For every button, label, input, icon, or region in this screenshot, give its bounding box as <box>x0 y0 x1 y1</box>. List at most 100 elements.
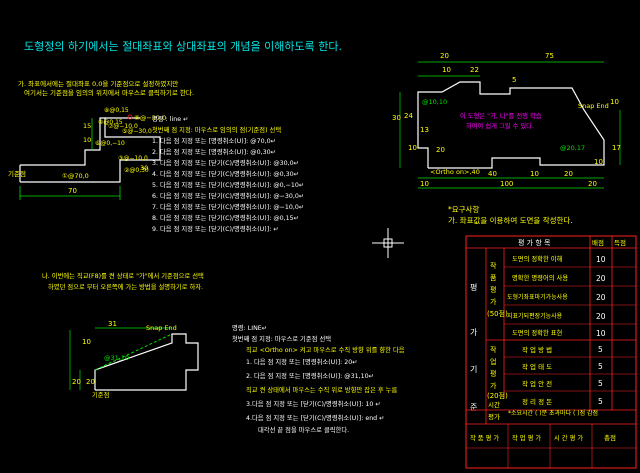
marker-2: ②@0,30 <box>124 167 149 174</box>
eval-row-3-score: 20 <box>596 293 606 302</box>
section-a-intro-2: 여기서는 기준점을 임의의 위치에서 마우스로 클릭하기로 한다. <box>24 88 194 97</box>
shape-c-diagonal <box>94 333 173 371</box>
section-c: 나. 이번에는 직교(F8)를 켠 상태로 "가"에서 기준점으로 선택 하였던… <box>42 271 405 434</box>
marker-4: ④@0,15 <box>98 119 123 126</box>
base-point-a: 기준점 <box>8 169 26 178</box>
dim-70: 70 <box>68 187 77 195</box>
marker-3: ③@−10,0 <box>118 155 148 162</box>
section-c-intro-2: 하였던 점으로 부터 오른쪽에 가는 방법을 설명하기로 하자. <box>48 282 203 291</box>
dim-b-b20: 20 <box>564 170 573 178</box>
eval-footer-3: 시 간 평 가 <box>554 433 583 442</box>
marker-9: ⑨@−30,0 <box>134 114 166 122</box>
eval-row-6-item: 작 업 방 법 <box>522 345 552 354</box>
step-c-4: 2. 다음 점 지정 또는 [명령취소(U)]: @31,10↵ <box>246 371 374 380</box>
shape-a-outline[interactable] <box>20 117 161 183</box>
section-a-intro-1: 가. 좌표에서에는 절대좌표 0,0을 기준점으로 설정하였지만 <box>18 79 178 88</box>
eval-group-1-rows: 도면의 정확한 이해 10 명확한 명령어의 사용 20 도형기좌표마기가능사용… <box>486 254 636 341</box>
dim-b-13: 13 <box>420 126 429 134</box>
marker-1: ①@70,0 <box>62 172 89 180</box>
eval-header-score: 배점 <box>592 238 604 247</box>
step-a-2: 1. 다음 점 지정 또는 [명령취소(U)]: @70,0↵ <box>152 136 276 145</box>
eval-footer-4: 총점 <box>604 433 616 442</box>
dim-b-b20b: 20 <box>588 180 597 188</box>
requirements-body: 가. 좌표값을 이용하여 도면을 작성한다. <box>448 215 573 225</box>
eval-row-4-score: 20 <box>596 312 606 321</box>
step-a-5: 4. 다음 점 지정 또는 [닫기(C)/명령취소(U)]: @0,30↵ <box>152 169 299 178</box>
step-a-1: 첫번째 점 지정: 마우스로 임의의 점(기준점) 선택 <box>152 125 281 134</box>
eval-footer-2: 작 업 평 가 <box>512 433 541 442</box>
dim-b-mid10: 10 <box>408 144 417 152</box>
dim-b-ortho: <Ortho on>,40 <box>430 168 480 176</box>
dim-b-75: 75 <box>545 52 554 60</box>
section-c-steps: 명령: LINE↵ 첫번째 점 지정: 마우스로 기준점 선택 직교 <Orth… <box>232 323 405 434</box>
step-c-0: 명령: LINE↵ <box>232 323 267 332</box>
dim-b-r10: 10 <box>594 158 603 166</box>
dim-c-snap: Snap End <box>146 324 177 332</box>
eval-header-item: 평 가 항 목 <box>518 238 551 247</box>
eval-row-1-score: 10 <box>596 255 606 264</box>
dim-b-b10b: 10 <box>420 180 429 188</box>
dim-30: 30 <box>140 164 148 172</box>
dim-c-10: 10 <box>82 338 91 346</box>
dim-b-ang2: @20,17 <box>560 144 585 152</box>
dim-b-b100: 100 <box>500 180 513 188</box>
shape-b-outline[interactable] <box>417 81 605 169</box>
page-title: 도형정의 하기에서는 절대좌표와 상대좌표의 개념을 이해하도록 한다. <box>24 39 342 53</box>
marker-5: ⑤@−30,0 <box>122 128 152 135</box>
step-a-10: 9. 다음 점 지정 또는 [닫기(C)/명령취소(U)]: ↵ <box>152 224 279 233</box>
step-c-2: 직교 <Ortho on> 켜고 마우스로 수직 방향 위를 향한 다음 <box>246 345 405 354</box>
dim-b-30: 30 <box>392 114 401 122</box>
step-a-4: 3. 다음 점 지정 또는 [닫기(C)/명령취소(U)]: @30,0↵ <box>152 158 299 167</box>
eval-row-3-item: 도형기좌표마기가능사용 <box>507 293 568 301</box>
eval-row-7-item: 작 업 태 도 <box>522 362 552 371</box>
section-b: 20 75 10 22 5 10 24 30 13 10 20 17 10 40… <box>392 52 621 189</box>
marker-8: ⑧@0,15 <box>104 107 129 114</box>
requirements-head: *요구사항 <box>448 205 479 214</box>
dim-b-10: 10 <box>442 66 451 74</box>
dim-b-5: 5 <box>512 76 516 84</box>
dim-b-20: 20 <box>440 52 449 60</box>
base-point-c: 기준점 <box>92 390 109 399</box>
step-c-6: 3.다음 점 지정 또는 [닫기(C)/명령취소(U)]: 10 ↵ <box>246 399 381 408</box>
eval-row-6-score: 5 <box>598 345 603 354</box>
step-a-6: 5. 다음 점 지정 또는 [닫기(C)/명령취소(U)]: @0,−10↵ <box>152 180 304 189</box>
dim-b-22: 22 <box>470 66 479 74</box>
note-b-2: 하여야 쉽게 그릴 수 있다. <box>466 121 534 130</box>
step-a-7: 6. 다음 점 지정 또는 [닫기(C)/명령취소(U)]: @−30,0↵ <box>152 191 304 200</box>
eval-row-9-score: 5 <box>598 397 603 406</box>
eval-row-8-score: 5 <box>598 379 603 388</box>
step-c-1: 첫번째 점 지정: 마우스로 기준점 선택 <box>232 334 331 343</box>
dim-b-24: 24 <box>404 112 413 120</box>
dim-15: 15 <box>83 122 91 130</box>
dim-b-r17: 17 <box>612 144 621 152</box>
step-c-7: 4.다음 점 지정 또는 [닫기(C)/명령취소(U)]: end ↵ <box>246 413 384 422</box>
eval-row-8-item: 작 업 안 전 <box>522 379 552 388</box>
eval-row-2-item: 명확한 명령어의 사용 <box>512 273 568 282</box>
eval-time-text: *소요시간 ( )분 초과마다 ( )점 감점 <box>508 409 598 417</box>
crosshair-cursor <box>372 228 404 258</box>
dim-b-40: 40 <box>488 170 497 178</box>
dim-c-20a: 20 <box>72 378 81 386</box>
dim-c-31: 31 <box>108 320 117 328</box>
step-a-9: 8. 다음 점 지정 또는 [닫기(C)/명령취소(U)]: @0,15↵ <box>152 213 299 222</box>
eval-footer-1: 작 품 평 가 <box>470 433 499 442</box>
dim-b-mid20: 20 <box>436 146 445 154</box>
step-a-8: 7. 다음 점 지정 또는 [닫기(C)/명령취소(U)]: @−10,0↵ <box>152 202 304 211</box>
eval-row-5-score: 10 <box>596 329 606 338</box>
dim-c-m31: @31,10 <box>104 354 129 362</box>
eval-row-5-item: 도면의 정확한 표현 <box>512 328 563 337</box>
dim-b-10b: 10 <box>610 98 619 106</box>
step-a-0: 명령 : line ↵ <box>152 114 188 123</box>
step-a-3: 2. 다음 점 지정 또는 [명령취소(U)]: @0,30↵ <box>152 147 276 156</box>
dim-b-b10: 10 <box>530 170 539 178</box>
eval-header-get: 득점 <box>614 239 626 247</box>
marker-6: ⑥@0,−10 <box>95 140 125 147</box>
eval-row-7-score: 5 <box>598 362 603 371</box>
shape-c-outline[interactable] <box>94 333 199 391</box>
eval-row-2-score: 20 <box>596 274 606 283</box>
